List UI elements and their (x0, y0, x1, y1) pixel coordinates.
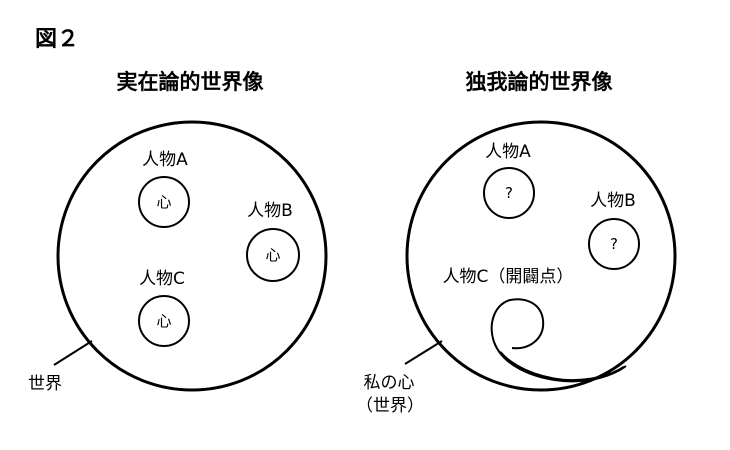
left-title: 実在論的世界像 (117, 70, 265, 94)
right-person-c-spiral (490, 298, 627, 383)
right-person-c-spiral-edge (499, 351, 625, 382)
left-person-c-label: 人物C (139, 269, 185, 289)
right-person-c-label: 人物C（開闢点） (443, 267, 574, 287)
left-person-b-mind-circle (246, 228, 300, 282)
right-person-b-mind-circle (588, 218, 640, 270)
right-world-circle (405, 120, 677, 392)
right-world-pointer-line (404, 340, 443, 365)
figure-label: 図２ (35, 27, 79, 52)
left-person-a-mind: 心 (156, 193, 171, 211)
right-world-label-line1: 私の心 (364, 373, 415, 393)
right-person-a-mind: ? (505, 184, 513, 202)
left-person-b-mind: 心 (265, 246, 280, 264)
left-world-circle (56, 120, 328, 392)
right-title: 独我論的世界像 (466, 70, 614, 94)
right-person-b-label: 人物B (590, 191, 636, 211)
left-world-label: 世界 (28, 374, 62, 394)
right-person-a-label: 人物A (485, 142, 531, 162)
right-world-label-line2: （世界） (356, 396, 424, 416)
left-person-b-label: 人物B (247, 201, 293, 221)
right-person-b-mind: ? (610, 235, 618, 253)
left-person-a-label: 人物A (142, 150, 188, 170)
left-person-c-mind: 心 (156, 312, 171, 330)
right-person-a-mind-circle (483, 167, 535, 219)
left-person-a-mind-circle (138, 176, 190, 228)
left-world-pointer-line (53, 340, 93, 366)
left-person-c-mind-circle (138, 295, 190, 347)
